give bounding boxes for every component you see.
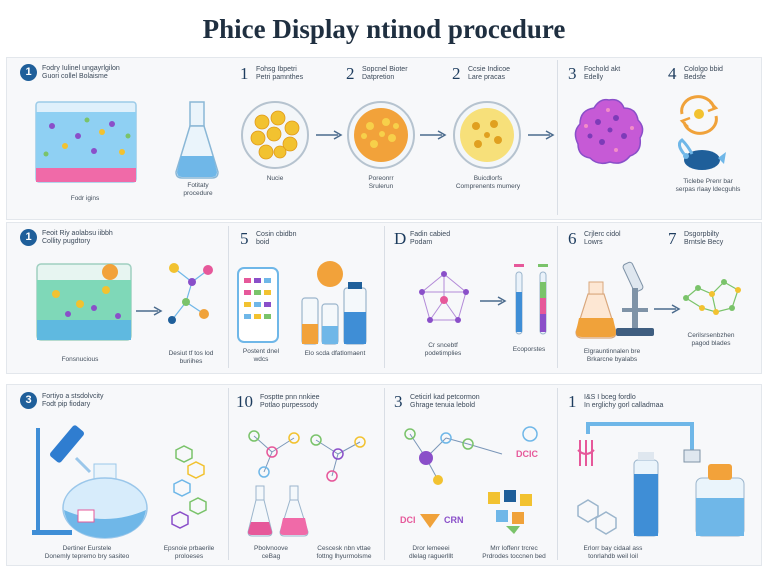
step-badge: 1 (20, 64, 37, 81)
petri-dish-icon (453, 101, 521, 169)
tag-label: DCI (400, 515, 416, 525)
step-caption: Dror lemeeei dlelag raguerlllt (408, 545, 454, 560)
tag-label: CRN (444, 515, 464, 525)
bottles-icon (301, 261, 367, 345)
bioreactor-tank-icon (35, 101, 137, 183)
arrow-icon (420, 130, 447, 140)
step-caption: Fotitaty procedure (183, 182, 213, 197)
petri-dish-icon (347, 101, 415, 169)
step-caption: Mrr loffenr trcrec Prdrodes toccnen bed (482, 545, 546, 560)
step-number: 3 (394, 392, 403, 411)
step-label: Fodry Iulinel ungayrlgilon Guori collel … (42, 65, 120, 80)
step-badge: 1 (20, 229, 37, 246)
step-label: I&S I bceg fordlo In erglichy gorl calla… (584, 394, 664, 409)
molecule-network-icon (404, 426, 538, 485)
step-number: 3 (568, 64, 577, 83)
step-label: Cololgo bbid Bedsfe (684, 66, 723, 81)
step-label: Fadin cabied Podam (410, 231, 451, 246)
arrow-icon (528, 130, 555, 140)
step-label: Dsgorpbilty Brntsle Becy (684, 231, 724, 246)
step-badge: 3 (20, 392, 37, 409)
step-caption: Elo scda dfatlomaent (304, 350, 366, 357)
step-caption: Ecoporstes (512, 346, 546, 353)
flask-icon (175, 101, 219, 179)
step-number: 1 (568, 392, 577, 411)
separator (228, 226, 229, 368)
separator (228, 388, 229, 560)
flask-icon (247, 485, 309, 537)
step-label: Fochold akt Edelly (584, 66, 621, 81)
petri-dish-icon (241, 101, 309, 169)
arrow-icon (480, 296, 507, 306)
step-number: 10 (236, 392, 253, 411)
step-number: 7 (668, 229, 677, 248)
filtration-apparatus-icon (577, 422, 745, 537)
molecule-network-icon (248, 430, 366, 482)
separator (384, 388, 385, 560)
step-caption: Nucie (266, 175, 284, 182)
cell-colony-icon (574, 98, 644, 165)
step-caption: Cerilsrsenbzhen pagod blades (687, 332, 735, 347)
step-number: 1 (240, 64, 249, 83)
step-number: 2 (346, 64, 355, 83)
step-caption: Buicdlorfs Comprenents mumery (455, 175, 521, 190)
separator (557, 60, 558, 215)
test-tube-icon (514, 264, 548, 335)
step-caption: Elgrauntinnalen bre Brkarcne byalabs (583, 348, 641, 363)
funnel-icon (420, 514, 440, 528)
step-caption: Poreonrr Srulerun (368, 175, 394, 190)
arrow-icon (316, 130, 343, 140)
step-caption: Erlorr bay cidaal ass tonrlahdb weil loi… (583, 545, 643, 560)
step-caption: Fodr igins (70, 195, 100, 202)
step-number: D (394, 229, 407, 248)
step-caption: Cescesk nbn vttae fottng lhyurmolsme (316, 545, 372, 560)
step-number: 6 (568, 229, 577, 248)
separator (557, 388, 558, 560)
step-label: Feoit Riy aolabsu iibbh Collity pugdtory (42, 230, 113, 245)
step-number: 5 (240, 229, 249, 248)
arrow-icon (654, 304, 681, 314)
molecule-network-icon (168, 263, 213, 324)
step-caption: Epsnoie prbaerile proloeses (163, 545, 215, 560)
step-caption: Desiut tf tos lod buriihes (168, 350, 214, 365)
molecule-network-icon (683, 279, 741, 315)
bioreactor-tank-icon (36, 263, 132, 341)
cycle-arrows-icon (679, 95, 719, 135)
page-title: Phice Display ntinod procedure (202, 14, 566, 44)
separator (384, 226, 385, 368)
step-caption: Postent dnel wdcs (242, 348, 280, 363)
dropper-flask-icon (32, 425, 148, 539)
sample-rack-icon (237, 267, 279, 343)
cube-cluster-icon (488, 490, 532, 534)
tag-label: DCIC (516, 449, 538, 459)
step-caption: Cr sncebtf podetimplies (424, 342, 462, 357)
step-number: 2 (452, 64, 461, 83)
step-label: Fohsg Ibpetri Petri pamnthes (256, 66, 304, 81)
step-label: Ccsie Indicoe Lare pracas (468, 66, 511, 81)
step-caption: Fonsnucious (61, 356, 99, 363)
step-caption: Ticlebe Prenr bar serpas rlaay ldecguhls (675, 178, 741, 193)
step-label: Sopcnel Bioter Datpretion (362, 66, 408, 81)
molecule-network-icon (419, 271, 469, 323)
step-number: 4 (668, 64, 677, 83)
bird-illustration-icon (677, 138, 726, 170)
step-label: Ceticirl kad petcormon Ghrage tenuia leb… (410, 394, 480, 409)
step-label: Fosptte pnn nnkiee Potlao purpessody (260, 394, 320, 409)
microscope-icon (575, 261, 654, 339)
step-caption: Pbolvnoove ceBag (254, 545, 288, 560)
step-label: Crjlerc cidol Lowrs (584, 231, 621, 246)
step-caption: Dertiner Eurstele Donemly tepremo bry sa… (44, 545, 130, 560)
arrow-icon (136, 306, 163, 316)
separator (557, 226, 558, 368)
step-label: Fortiyo a stsdolvcity Fodt pip fiodary (42, 393, 104, 408)
step-label: Cosin cbidbn boid (256, 231, 297, 246)
molecule-cluster-icon (171, 445, 207, 529)
